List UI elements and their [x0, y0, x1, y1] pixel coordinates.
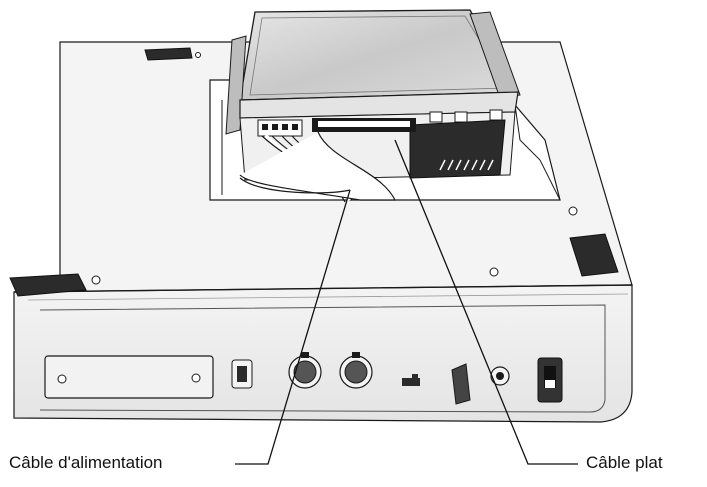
screw — [489, 267, 499, 277]
front-panel-components — [44, 352, 563, 405]
mini-switch — [402, 374, 420, 386]
callout-flat-cable: Câble plat — [586, 453, 663, 472]
rubber-foot-front-left — [9, 273, 87, 297]
screw — [91, 275, 101, 285]
drive-bracket-right — [469, 11, 521, 99]
leader-line-flat — [394, 139, 578, 465]
midi-port-2 — [339, 352, 373, 389]
dc-jack — [490, 366, 510, 386]
leader-lines — [235, 139, 578, 465]
flat-cable-ribbon — [239, 131, 396, 201]
rubber-feet — [9, 47, 619, 297]
disk-drive — [225, 9, 521, 181]
screw — [568, 206, 578, 216]
pedal-jack — [451, 363, 471, 405]
rubber-foot-front-right — [569, 233, 619, 277]
leader-line-power — [235, 189, 351, 465]
screws — [91, 52, 578, 285]
callout-power-cable: Câble d'alimentation — [9, 453, 163, 472]
blank-plate — [44, 355, 214, 399]
rubber-foot-back-left — [144, 47, 193, 61]
midi-port-1 — [288, 352, 322, 389]
cables — [239, 131, 396, 203]
screw — [195, 52, 201, 58]
power-connector — [257, 119, 303, 137]
power-switch — [537, 357, 563, 403]
power-socket — [231, 359, 253, 389]
